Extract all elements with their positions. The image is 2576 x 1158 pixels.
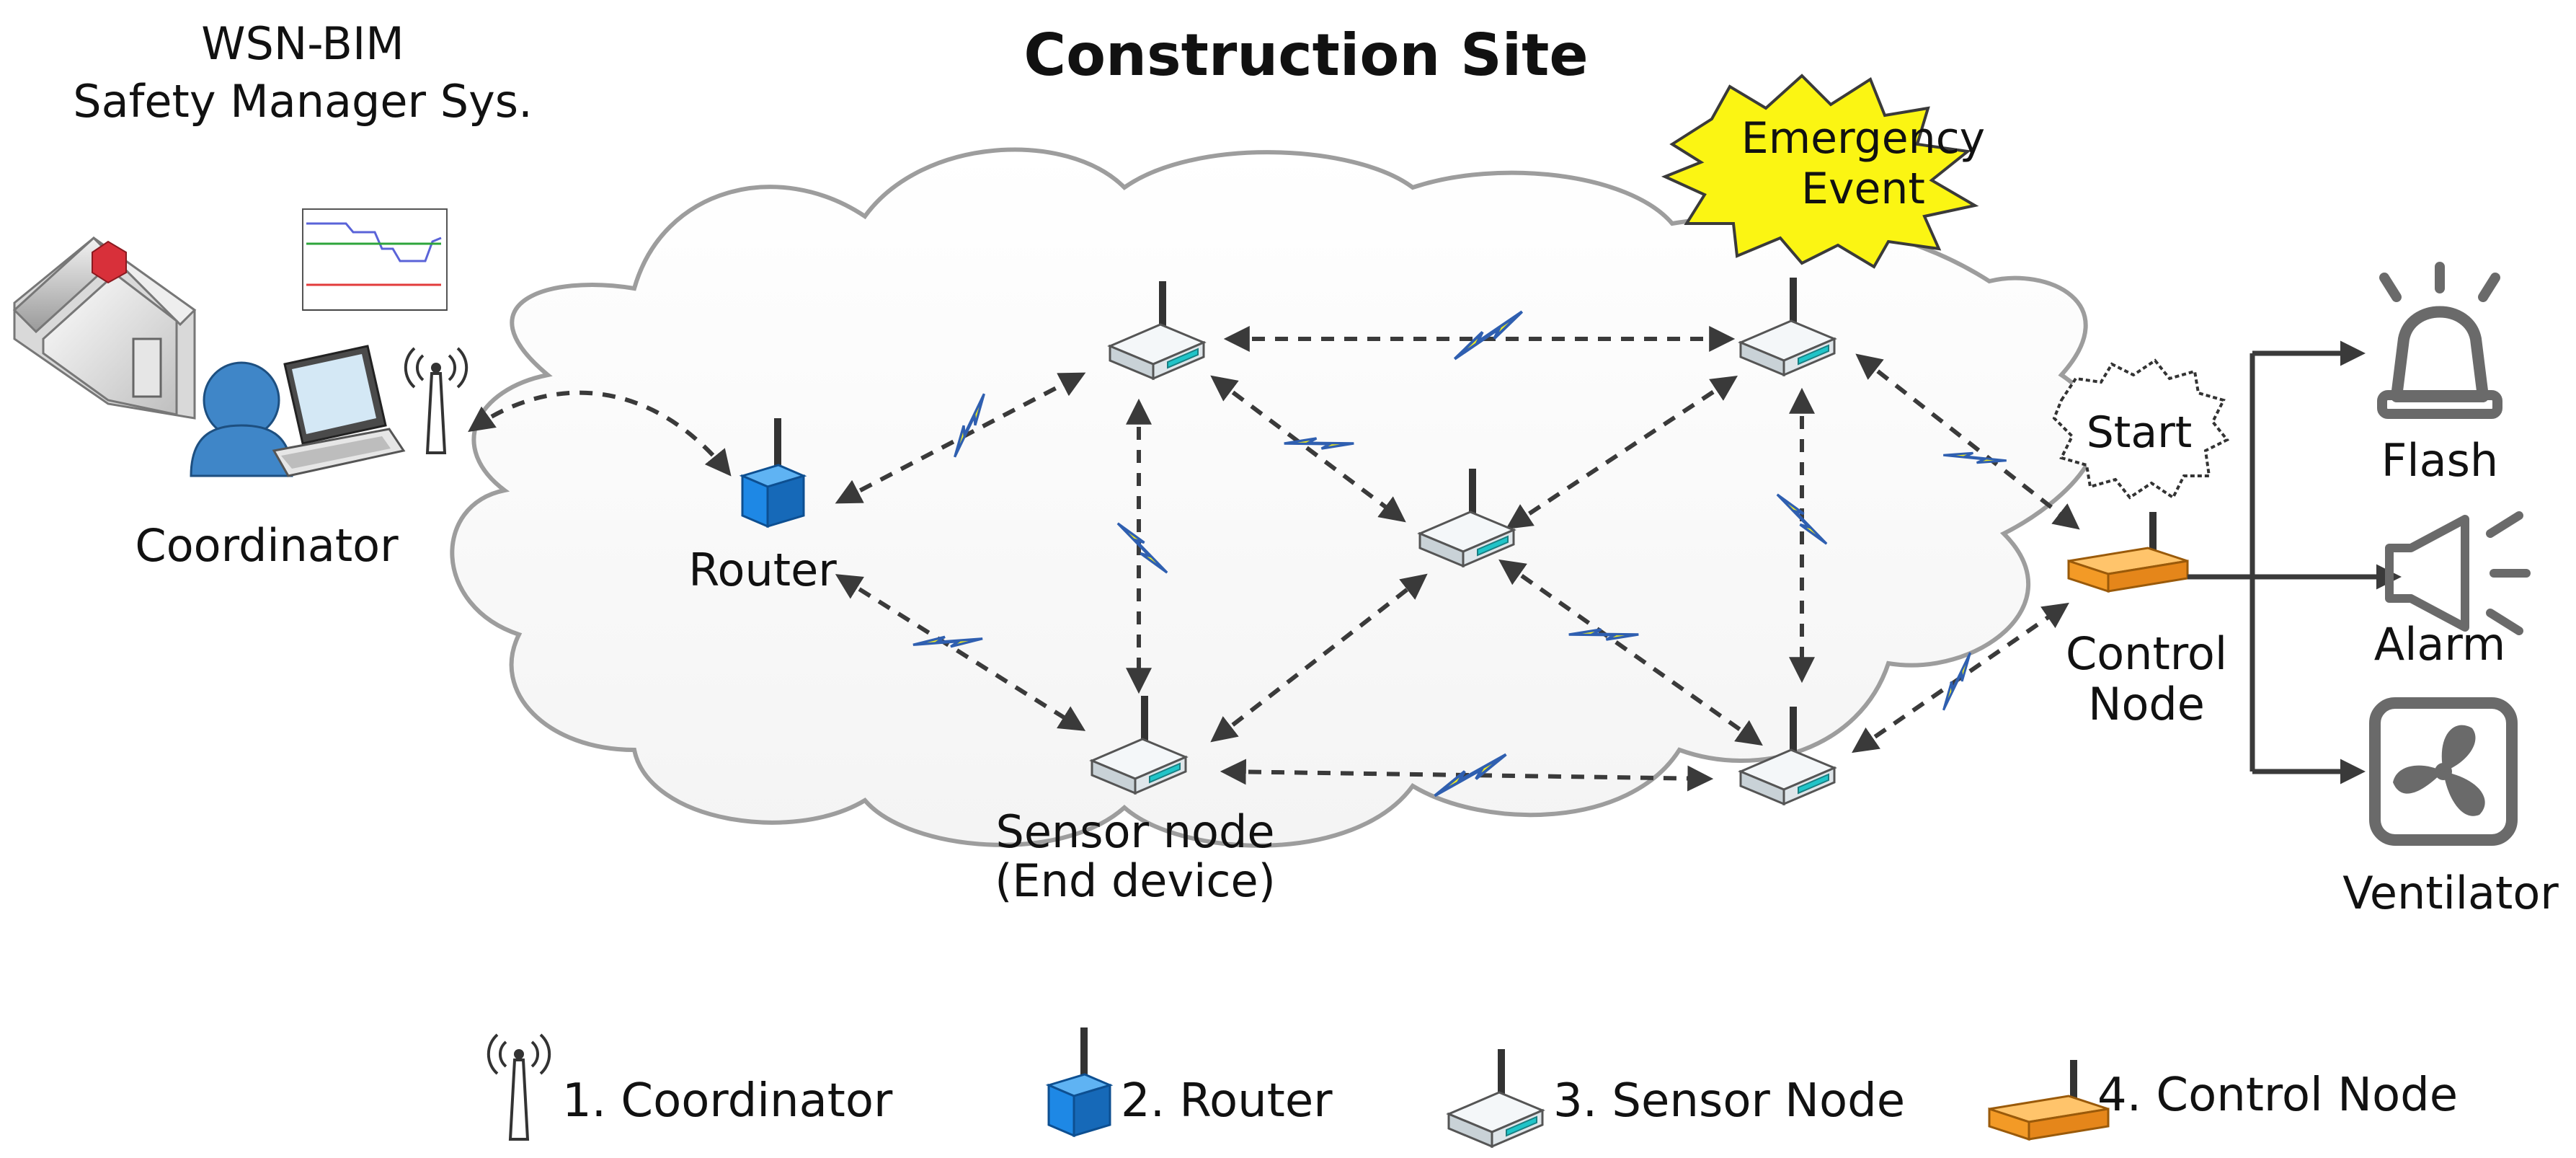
legend: 1. Coordinator 2. Router 3. Sensor Node … <box>487 1026 2458 1148</box>
system-title-line2: Safety Manager Sys. <box>73 75 533 128</box>
operator-person-icon <box>190 361 293 477</box>
laptop-icon <box>272 345 406 477</box>
legend-item-sensor-node: 3. Sensor Node <box>1553 1074 1905 1128</box>
monitoring-chart-thumbnail <box>302 208 448 311</box>
sensor-label-line1: Sensor node <box>996 805 1275 858</box>
legend-item-router: 2. Router <box>1121 1074 1333 1128</box>
legend-router-icon <box>1047 1026 1111 1137</box>
legend-sensor-node-icon <box>1447 1048 1544 1148</box>
flash-label: Flash <box>2381 434 2498 487</box>
coordinator-label: Coordinator <box>135 519 399 572</box>
legend-item-control-node: 4. Control Node <box>2097 1069 2458 1122</box>
legend-coordinator-icon <box>487 1033 551 1141</box>
coordinator-antenna <box>404 347 468 454</box>
legend-item-coordinator: 1. Coordinator <box>562 1074 893 1128</box>
alarm-icon <box>2385 511 2531 635</box>
router-label: Router <box>688 544 837 596</box>
house-icon <box>12 236 197 420</box>
start-badge-label: Start <box>2087 407 2193 458</box>
control-node <box>2067 511 2189 593</box>
legend-control-node-icon <box>1988 1058 2110 1141</box>
system-title-line1: WSN-BIM <box>201 17 404 70</box>
control-node-label-line2: Node <box>2088 678 2205 730</box>
control-wiring <box>2188 340 2402 784</box>
sensor-label-line2: (End device) <box>995 854 1276 907</box>
emergency-event-burst: Emergency Event <box>1661 74 1985 269</box>
control-node-label-line1: Control <box>2066 627 2227 680</box>
emergency-event-line2: Event <box>1801 164 1925 214</box>
site-title: Construction Site <box>1023 22 1588 89</box>
start-badge: Start <box>2052 358 2230 500</box>
ventilator-label: Ventilator <box>2342 867 2559 919</box>
flash-icon <box>2377 262 2502 419</box>
alarm-label: Alarm <box>2374 618 2505 671</box>
ventilator-icon <box>2369 697 2518 846</box>
emergency-event-line1: Emergency <box>1741 113 1985 164</box>
